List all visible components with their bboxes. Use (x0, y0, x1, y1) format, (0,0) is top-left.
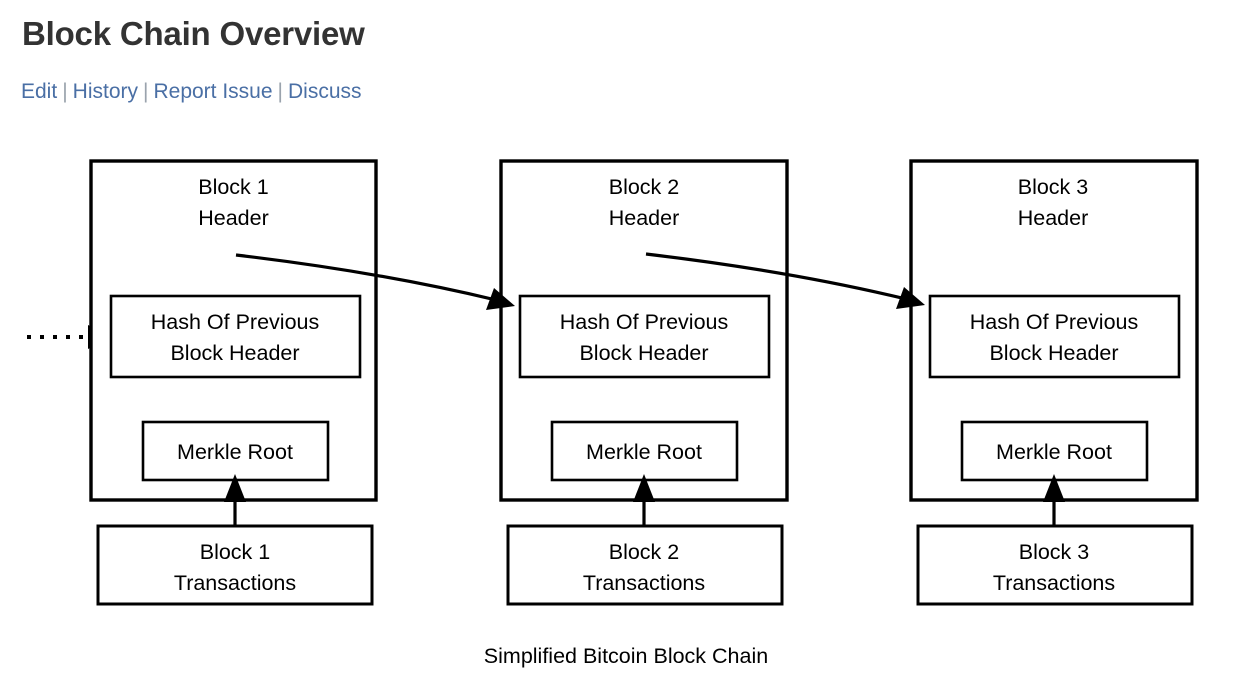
block-3-hash-label-line1: Hash Of Previous (970, 310, 1138, 334)
block1-to-block2-hash-link-arrow (235, 253, 515, 310)
block-3-transactions-box[interactable] (916, 524, 1194, 606)
block-2-header-label-line2: Header (609, 206, 680, 230)
block-2-hash-box[interactable] (518, 294, 771, 379)
block-2-transactions-label-line2: Transactions (583, 571, 705, 595)
block-1-group: Block 1 Header Hash Of Previous Block He… (89, 159, 378, 606)
block-2-transactions-label-line1: Block 2 (609, 540, 680, 564)
block-2-header-label-line1: Block 2 (609, 175, 680, 199)
page-action-links: Edit|History|Report Issue|Discuss (21, 78, 362, 106)
block-2-hash-label-line1: Hash Of Previous (560, 310, 728, 334)
page-title: Block Chain Overview (22, 15, 365, 52)
link-separator-3: | (277, 80, 283, 103)
report-issue-link[interactable]: Report Issue (153, 80, 273, 103)
block-1-hash-box[interactable] (109, 294, 362, 379)
block-3-merkle-root-label: Merkle Root (996, 440, 1112, 464)
block2-to-block3-hash-link-arrow (645, 252, 925, 309)
block-1-header-label-line2: Header (198, 206, 269, 230)
block-2-merkle-root-label: Merkle Root (586, 440, 702, 464)
blockchain-diagram: Block 1 Header Hash Of Previous Block He… (27, 159, 1199, 606)
diagram-caption: Simplified Bitcoin Block Chain (483, 644, 769, 668)
block-1-transactions-label-line1: Block 1 (200, 540, 271, 564)
edit-link[interactable]: Edit (21, 80, 58, 103)
link-separator-1: | (62, 80, 68, 103)
block-2-hash-label-line2: Block Header (579, 341, 708, 365)
block-1-tx-to-merkle-arrow (224, 474, 246, 526)
block-3-hash-box[interactable] (928, 294, 1181, 379)
block-3-hash-label-line2: Block Header (989, 341, 1118, 365)
block-1-transactions-box[interactable] (96, 524, 374, 606)
block-3-transactions-label-line2: Transactions (993, 571, 1115, 595)
block-1-transactions-label-line2: Transactions (174, 571, 296, 595)
blockchain-diagram-figure: Block 1 Header Hash Of Previous Block He… (0, 140, 1252, 684)
block-3-transactions-label-line1: Block 3 (1019, 540, 1090, 564)
block-3-group: Block 3 Header Hash Of Previous Block He… (909, 159, 1199, 606)
block-1-merkle-root-label: Merkle Root (177, 440, 293, 464)
block-3-header-label-line1: Block 3 (1018, 175, 1089, 199)
block-1-header-label-line1: Block 1 (198, 175, 269, 199)
block-1-hash-label-line1: Hash Of Previous (151, 310, 319, 334)
link-separator-2: | (143, 80, 149, 103)
history-link[interactable]: History (72, 80, 138, 103)
block-3-tx-to-merkle-arrow (1043, 474, 1065, 526)
block-1-hash-label-line2: Block Header (170, 341, 299, 365)
block-2-merkle-root-box[interactable] (550, 420, 739, 482)
block-2-group: Block 2 Header Hash Of Previous Block He… (499, 159, 789, 606)
discuss-link[interactable]: Discuss (288, 80, 362, 103)
block-2-transactions-box[interactable] (506, 524, 784, 606)
block-2-tx-to-merkle-arrow (633, 474, 655, 526)
block-3-header-label-line2: Header (1018, 206, 1089, 230)
